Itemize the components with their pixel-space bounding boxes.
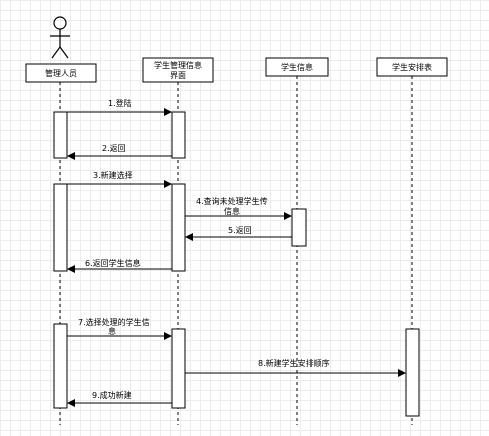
message-label-2: 2.返回 [102, 144, 126, 153]
message-label-5: 5.返回 [228, 226, 252, 235]
activation-admin-1 [53, 111, 68, 159]
activation-admin-2 [53, 183, 68, 272]
message-label-7-line1: 7.选择处理的学生信 [78, 317, 150, 327]
message-label-9: 9.成功新建 [92, 390, 132, 400]
participant-ui-label-line1: 学生管理信息 [154, 60, 202, 70]
message-label-8: 8.新建学生安排顺序 [258, 358, 330, 368]
message-label-7-line2: 息 [108, 326, 116, 336]
participant-box-info [265, 57, 329, 77]
activation-admin-3 [53, 323, 68, 409]
message-label-4-line1: 4.查询未处理学生传 [196, 196, 268, 206]
activation-ui-3 [171, 328, 186, 409]
participant-box-admin [25, 63, 97, 83]
activation-schedule [405, 328, 420, 417]
message-label-3: 3.新建选择 [93, 170, 133, 180]
message-label-4-line2: 信息 [224, 206, 240, 216]
message-label-6: 6.返回学生信息 [85, 258, 141, 268]
activation-ui-1 [171, 111, 186, 159]
actor-icon [50, 16, 70, 59]
participant-info-label: 学生信息 [281, 62, 313, 72]
activation-ui-2 [171, 183, 186, 272]
participant-schedule-label: 学生安排表 [392, 62, 432, 72]
participant-box-ui [142, 57, 214, 83]
participant-admin-label: 管理人员 [45, 68, 77, 78]
participant-ui-label-line2: 界面 [170, 71, 186, 80]
message-label-1: 1.登陆 [108, 98, 132, 108]
activation-info [291, 208, 307, 247]
participant-box-schedule [376, 57, 448, 77]
